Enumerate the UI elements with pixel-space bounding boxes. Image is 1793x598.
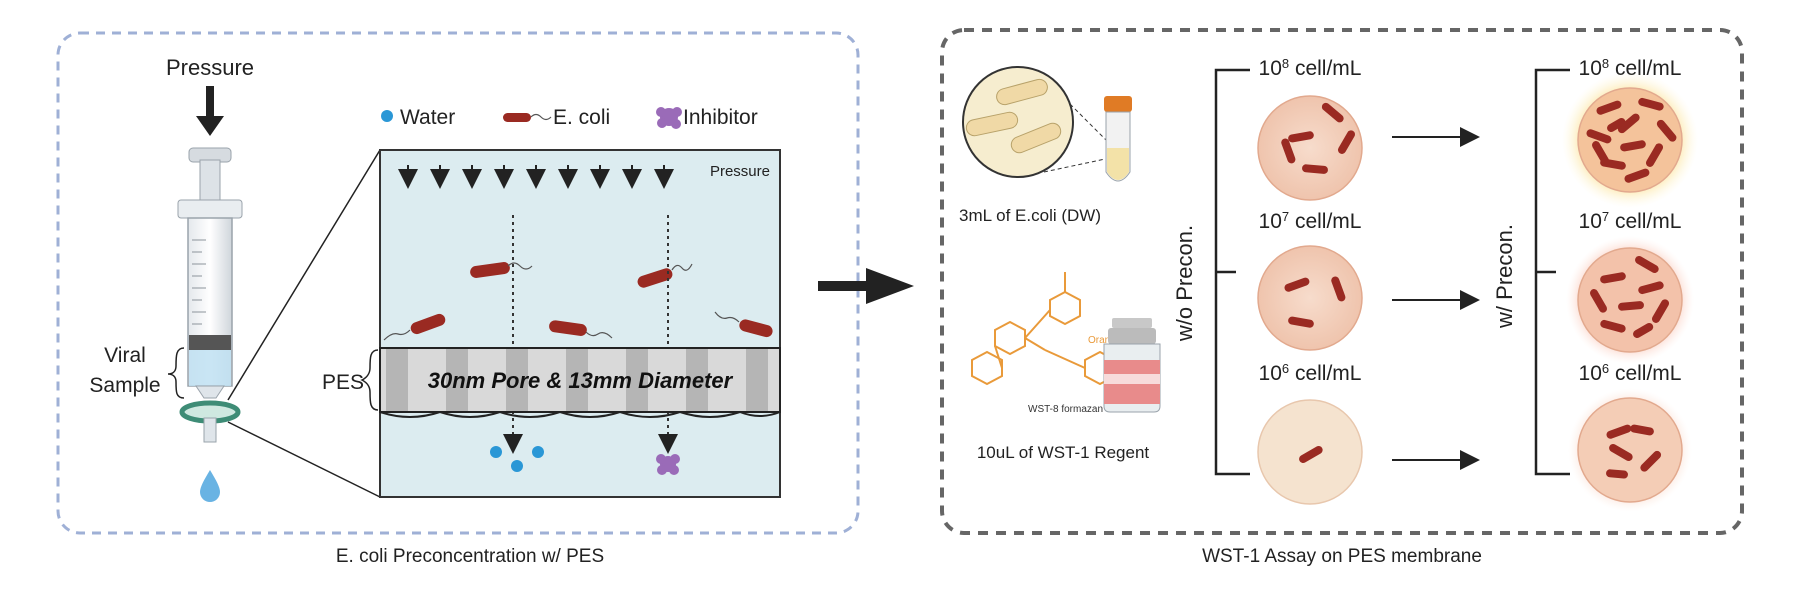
tube-icon	[1104, 96, 1132, 182]
legend-ecoli: E. coli	[553, 106, 610, 129]
filtrate-inhibitor	[656, 454, 680, 475]
water-legend-icon	[381, 110, 393, 122]
ecoli-sample-illustration	[962, 66, 1115, 178]
bacteria-in-box	[383, 262, 773, 341]
without-precon-label: w/o Precon.	[1172, 225, 1197, 342]
process-arrow	[818, 268, 914, 304]
conc-label-without-3: 106 cell/mL	[1259, 361, 1362, 386]
zoom-line-top	[227, 149, 381, 401]
dish-without-1e7	[1257, 245, 1363, 351]
pressure-arrow	[196, 86, 224, 136]
right-panel-caption: WST-1 Assay on PES membrane	[1202, 546, 1482, 567]
filtration-box	[379, 149, 781, 498]
syringe-illustration	[177, 147, 243, 443]
pes-membrane	[379, 347, 781, 418]
left-panel-caption: E. coli Preconcentration w/ PES	[336, 546, 604, 567]
conc-label-without-2: 107 cell/mL	[1259, 209, 1362, 234]
inhibitor-legend-icon	[656, 107, 682, 129]
pes-label: PES	[322, 371, 364, 394]
pressure-label: Pressure	[166, 55, 254, 80]
drop-icon	[200, 470, 220, 502]
viral-brace	[167, 347, 185, 399]
reagent-vial-icon	[1103, 318, 1161, 413]
with-precon-label: w/ Precon.	[1492, 224, 1517, 329]
dish-column-without: 108 cell/mL 107 cell/mL 106 cell/mL	[1257, 56, 1363, 505]
dish-without-1e8	[1257, 95, 1363, 201]
pressure-arrows	[398, 165, 674, 189]
result-arrows	[1392, 127, 1480, 470]
filtrate-water	[490, 446, 544, 472]
with-bracket	[1534, 68, 1570, 476]
legend-inhibitor: Inhibitor	[683, 106, 758, 129]
formazan-name: WST-8 formazan	[1028, 404, 1103, 415]
membrane-text: 30nm Pore & 13mm Diameter	[428, 368, 734, 393]
viral-label-line1: Viral	[104, 344, 146, 367]
box-pressure-label: Pressure	[710, 163, 770, 180]
dish-with-1e6	[1577, 397, 1683, 503]
legend-water: Water	[400, 106, 455, 129]
right-panel-border	[940, 28, 1744, 535]
without-bracket	[1214, 68, 1250, 476]
sample-label: 3mL of E.coli (DW)	[959, 206, 1101, 225]
conc-label-without-1: 108 cell/mL	[1259, 56, 1362, 81]
formazan-structure	[971, 272, 1133, 386]
ecoli-legend-icon	[503, 113, 531, 122]
reagent-label: 10uL of WST-1 Regent	[977, 443, 1150, 462]
dish-column-with: 108 cell/mL 107 cell/mL	[1562, 56, 1698, 512]
conc-label-with-3: 106 cell/mL	[1579, 361, 1682, 386]
zoom-line-bottom	[227, 421, 381, 498]
conc-label-with-2: 107 cell/mL	[1579, 209, 1682, 234]
viral-label-line2: Sample	[89, 374, 160, 397]
pes-brace	[360, 349, 379, 411]
